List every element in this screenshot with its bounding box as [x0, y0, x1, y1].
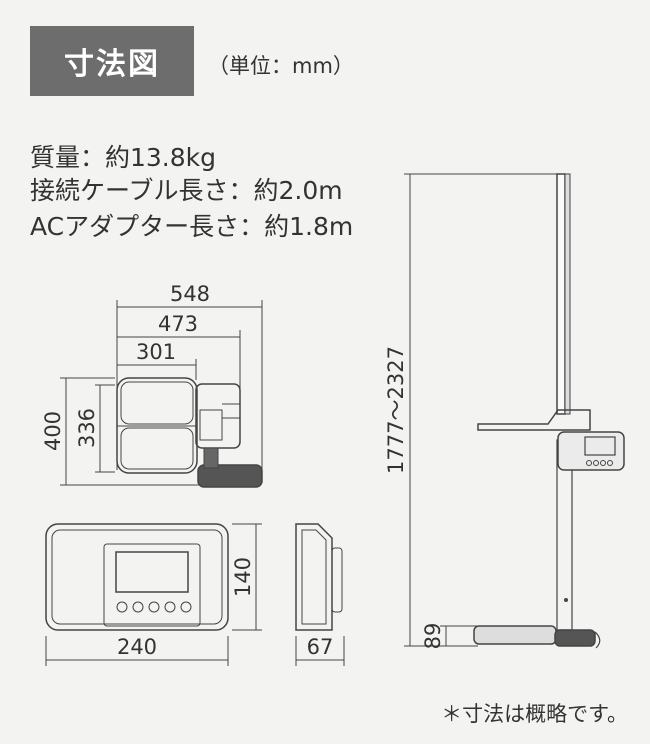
dim-label-140: 140	[231, 557, 255, 597]
dim-label-67: 67	[307, 635, 334, 659]
dim-label-240: 240	[117, 635, 157, 659]
spec-adapter-length: ACアダプター長さ：約1.8m	[30, 212, 354, 241]
dim-label-400: 400	[41, 411, 65, 451]
full-side-view	[404, 173, 625, 649]
spec-cable-length: 接続ケーブル長さ：約2.0m	[30, 176, 343, 205]
display-side-view	[295, 523, 345, 666]
footnote: ＊寸法は概略です。	[441, 702, 628, 726]
dim-label-height-range: 1777～2327	[384, 346, 408, 474]
top-view	[60, 300, 263, 488]
spec-weight: 質量：約13.8kg	[30, 143, 217, 172]
dim-label-301: 301	[136, 340, 176, 364]
page-title: 寸法図	[30, 26, 194, 96]
dim-label-548: 548	[170, 282, 210, 306]
dim-label-473: 473	[158, 312, 198, 336]
display-front-view	[45, 523, 262, 666]
dim-label-336: 336	[75, 408, 99, 448]
display-screen	[115, 551, 189, 593]
unit-note: （単位：mm）	[208, 54, 354, 78]
dim-label-89: 89	[421, 623, 445, 650]
